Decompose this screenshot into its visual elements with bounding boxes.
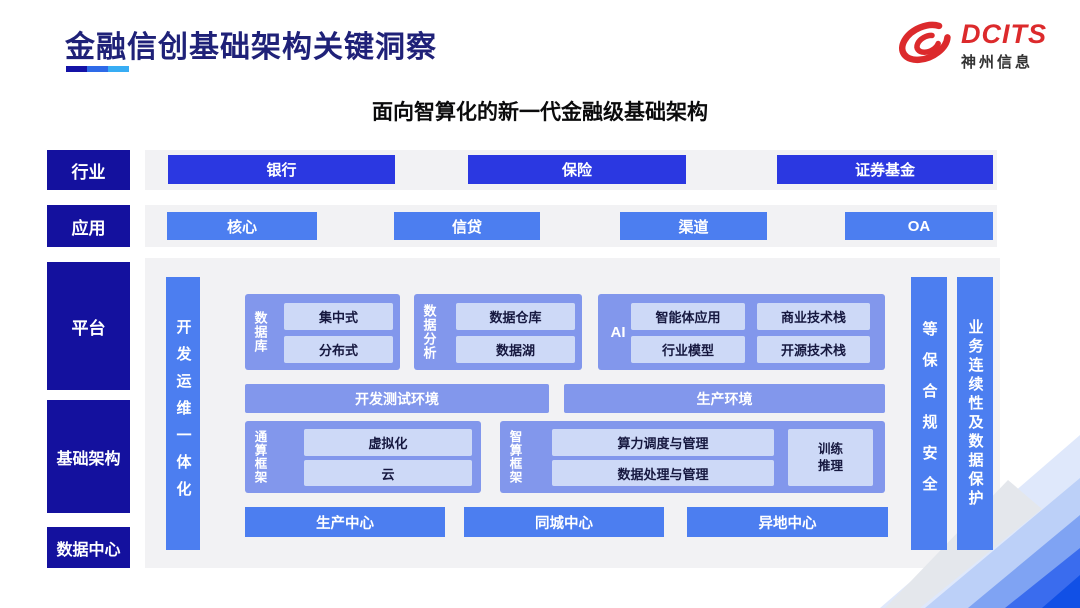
application-item-channel: 渠道 [620, 212, 767, 240]
application-item-core: 核心 [167, 212, 317, 240]
diagram-title: 面向智算化的新一代金融级基础架构 [372, 101, 708, 124]
rail-label-infrastructure: 基础架构 [47, 400, 130, 513]
analytics-item-data-lake: 数据湖 [456, 336, 575, 363]
database-group: 数据库 集中式 分布式 [245, 294, 400, 370]
ai-item-industry-models: 行业模型 [631, 336, 745, 363]
industry-item-bank: 银行 [168, 155, 395, 184]
underline-segment-light [108, 66, 129, 72]
compute-item-virtualization: 虚拟化 [304, 429, 472, 456]
logo-brand-text: DCITS [961, 19, 1047, 49]
swirl-logo-icon [896, 20, 954, 75]
general-compute-group-label: 通算框架 [252, 430, 267, 484]
dev-test-environment-bar: 开发测试环境 [245, 384, 549, 413]
datacenter-bar-production: 生产中心 [245, 507, 445, 537]
application-item-credit: 信贷 [394, 212, 540, 240]
ai-item-agent-apps: 智能体应用 [631, 303, 745, 330]
data-analytics-group-label: 数据分析 [421, 304, 437, 360]
rail-label-platform: 平台 [47, 262, 130, 390]
rail-label-application: 应用 [47, 205, 130, 247]
intelligent-compute-group: 智算框架 算力调度与管理 数据处理与管理 训练 推理 [500, 421, 885, 493]
page-title: 金融信创基础架构关键洞察 [65, 31, 437, 64]
ai-group-label: AI [610, 323, 626, 341]
intelligent-compute-group-label: 智算框架 [507, 430, 522, 484]
company-logo: DCITS 神州信息 [896, 20, 1047, 75]
database-item-distributed: 分布式 [284, 336, 393, 363]
ai-item-open-source-stack: 开源技术栈 [757, 336, 870, 363]
security-compliance-vertical-bar: 等保合规安全 [911, 277, 947, 550]
compute-item-scheduling-management: 算力调度与管理 [552, 429, 774, 456]
database-item-centralized: 集中式 [284, 303, 393, 330]
rail-label-industry: 行业 [47, 150, 130, 190]
application-row: 核心 信贷 渠道 OA [145, 205, 997, 247]
title-underline [66, 66, 129, 72]
ai-item-commercial-stack: 商业技术栈 [757, 303, 870, 330]
data-analytics-group: 数据分析 数据仓库 数据湖 [414, 294, 582, 370]
devops-vertical-bar: 开发运维一体化 [166, 277, 200, 550]
analytics-item-data-warehouse: 数据仓库 [456, 303, 575, 330]
business-continuity-vertical-bar: 业务连续性及数据保护 [957, 277, 993, 550]
industry-item-insurance: 保险 [468, 155, 686, 184]
logo-text-block: DCITS 神州信息 [961, 20, 1047, 72]
rail-label-datacenter: 数据中心 [47, 527, 130, 568]
industry-row: 银行 保险 证券基金 [145, 150, 997, 190]
database-group-label: 数据库 [252, 311, 268, 353]
platform-container: 开发运维一体化 数据库 集中式 分布式 数据分析 数据仓库 数据湖 AI 智能体… [145, 258, 1000, 568]
industry-item-securities-funds: 证券基金 [777, 155, 993, 184]
application-item-oa: OA [845, 212, 993, 240]
general-compute-group: 通算框架 虚拟化 云 [245, 421, 481, 493]
underline-segment-dark [66, 66, 87, 72]
ai-group: AI 智能体应用 商业技术栈 行业模型 开源技术栈 [598, 294, 885, 370]
compute-item-cloud: 云 [304, 460, 472, 486]
logo-company-text: 神州信息 [961, 54, 1034, 72]
compute-item-training-inference: 训练 推理 [788, 429, 873, 486]
production-environment-bar: 生产环境 [564, 384, 885, 413]
datacenter-bar-same-city: 同城中心 [464, 507, 664, 537]
underline-segment-medium [87, 66, 108, 72]
compute-item-data-processing-management: 数据处理与管理 [552, 460, 774, 486]
datacenter-bar-remote: 异地中心 [687, 507, 888, 537]
